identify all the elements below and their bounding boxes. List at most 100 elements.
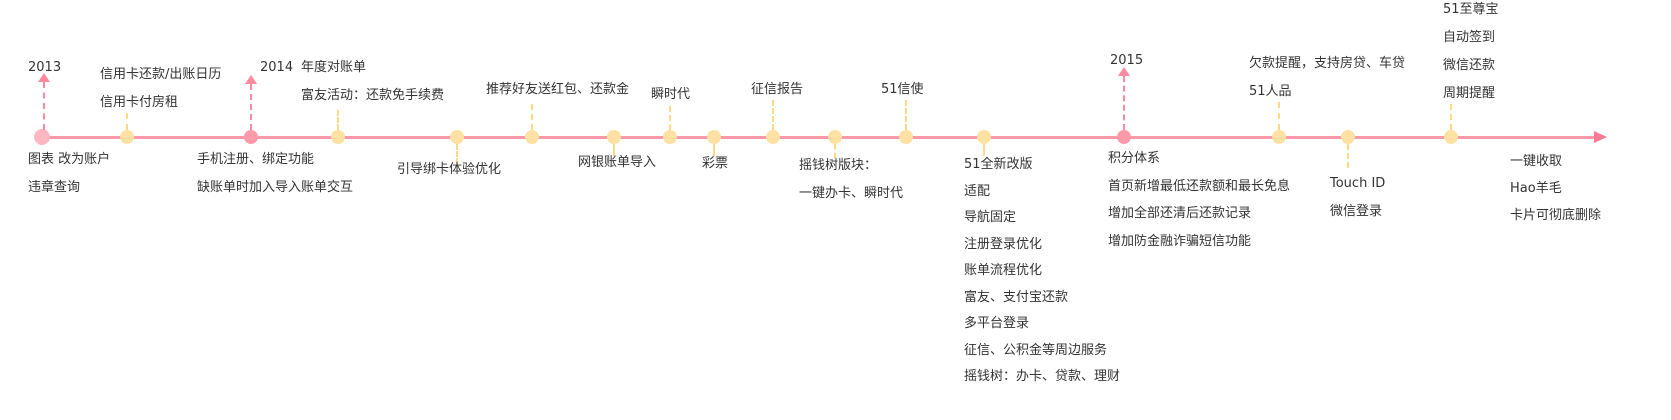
item-line: 增加全部还清后还款记录 <box>1108 206 1252 221</box>
year-2013-label: 2013 <box>28 60 62 75</box>
milestone-credit-above: 信用卡还款/出账日历 信用卡付房租 <box>100 61 221 117</box>
milestone-lottery-below: 彩票 <box>702 150 728 178</box>
year-2014-stem <box>250 84 252 130</box>
milestone-shun-dot <box>663 130 677 144</box>
milestone-bank-stem <box>613 144 615 156</box>
item-line: 账单流程优化 <box>964 263 1043 278</box>
item-line: 51信使 <box>881 82 924 97</box>
milestone-end-below: 一键收取 Hao羊毛 卡片可彻底删除 <box>1510 148 1601 229</box>
item-line: 违章查询 <box>28 180 81 195</box>
year-2014-arrow <box>245 75 257 84</box>
item-line: 微信登录 <box>1330 204 1383 219</box>
item-line: Touch ID <box>1330 176 1386 191</box>
milestone-lottery-dot <box>707 130 721 144</box>
milestone-credit-dot <box>120 130 134 144</box>
milestone-2013-below: 图表 改为账户 违章查询 <box>28 146 110 202</box>
milestone-overdue-stem <box>1278 102 1280 130</box>
milestone-overdue-above: 欠款提醒，支持房贷、车贷 51人品 <box>1249 50 1405 106</box>
milestone-vip-above: 51至尊宝 自动签到 微信还款 周期提醒 <box>1443 0 1499 108</box>
item-line: 摇钱树版块： <box>799 158 878 173</box>
milestone-credit-report-dot <box>766 130 780 144</box>
year-2014-label: 2014 <box>260 60 294 75</box>
item-line: 图表 改为账户 <box>28 152 111 167</box>
year-2015-label: 2015 <box>1110 53 1144 68</box>
milestone-redesign-stem <box>983 144 985 156</box>
item-line: 富友活动：还款免手续费 <box>301 88 445 103</box>
item-line: 一键收取 <box>1510 154 1563 169</box>
timeline-axis <box>40 136 1596 139</box>
milestone-vip-stem <box>1450 104 1452 130</box>
item-line: 51至尊宝 <box>1443 2 1499 17</box>
item-line: 自动签到 <box>1443 30 1496 45</box>
year-2015-stem <box>1123 76 1125 130</box>
item-line: 网银账单导入 <box>578 155 657 170</box>
milestone-tree-stem <box>834 144 836 158</box>
year-2014-dot <box>244 130 258 144</box>
milestone-tree-dot <box>828 130 842 144</box>
milestone-guide-below: 引导绑卡体验优化 <box>397 156 501 184</box>
milestone-xinshi-dot <box>899 130 913 144</box>
item-line: 摇钱树：办卡、贷款、理财 <box>964 369 1121 384</box>
item-line: 周期提醒 <box>1443 86 1496 101</box>
milestone-guide-stem <box>456 144 458 164</box>
milestone-tree-below: 摇钱树版块： 一键办卡、瞬时代 <box>799 152 903 208</box>
item-line: 信用卡付房租 <box>100 95 179 110</box>
year-2013-dot <box>34 129 50 145</box>
milestone-2014-stem <box>337 110 339 130</box>
item-line: 欠款提醒，支持房贷、车贷 <box>1249 56 1406 71</box>
item-line: 适配 <box>964 183 991 199</box>
milestone-shun-above: 瞬时代 <box>651 81 690 109</box>
year-2015-dot <box>1117 130 1131 144</box>
item-line: 富友、支付宝还款 <box>964 289 1069 305</box>
milestone-credit-stem <box>126 113 128 130</box>
milestone-touch-dot <box>1341 130 1355 144</box>
item-line: 导航固定 <box>964 210 1017 225</box>
item-line: 引导绑卡体验优化 <box>397 162 502 177</box>
milestone-touch-below: Touch ID 微信登录 <box>1330 170 1385 226</box>
item-line: 微信还款 <box>1443 58 1496 73</box>
item-line: 推荐好友送红包、还款金 <box>486 82 630 97</box>
item-line: Hao羊毛 <box>1510 181 1562 196</box>
milestone-redesign-dot <box>977 130 991 144</box>
milestone-2014-dot <box>331 130 345 144</box>
milestone-shun-stem <box>669 106 671 130</box>
item-line: 信用卡还款/出账日历 <box>100 67 222 82</box>
item-line: 注册登录优化 <box>964 236 1043 252</box>
milestone-refer-above: 推荐好友送红包、还款金 <box>486 76 629 104</box>
milestone-lottery-stem <box>713 144 715 156</box>
item-line: 增加防金融诈骗短信功能 <box>1108 233 1252 249</box>
milestone-xinshi-stem <box>905 100 907 130</box>
item-line: 缺账单时加入导入账单交互 <box>197 180 354 195</box>
item-line: 首页新增最低还款额和最长免息 <box>1108 178 1291 194</box>
milestone-bank-dot <box>607 130 621 144</box>
milestone-vip-dot <box>1444 130 1458 144</box>
item-line: 手机注册、绑定功能 <box>197 152 315 167</box>
item-line: 51人品 <box>1249 84 1292 99</box>
milestone-overdue-dot <box>1272 130 1286 144</box>
item-line: 一键办卡、瞬时代 <box>799 186 904 201</box>
timeline-arrow-head <box>1594 131 1607 143</box>
year-2015-arrow <box>1118 67 1130 76</box>
milestone-2015-below: 积分体系 首页新增最低还款额和最长免息 增加全部还清后还款记录 增加防金融诈骗短… <box>1108 145 1290 255</box>
milestone-credit-report-stem <box>772 100 774 130</box>
item-line: 年度对账单 <box>301 60 367 75</box>
year-2013-arrow <box>38 73 50 82</box>
item-line: 多平台登录 <box>964 316 1030 331</box>
milestone-credit-report-above: 征信报告 <box>751 76 803 104</box>
item-line: 征信报告 <box>751 82 804 97</box>
milestone-refer-dot <box>525 130 539 144</box>
milestone-touch-stem <box>1347 144 1349 168</box>
milestone-bank-below: 网银账单导入 <box>578 149 656 177</box>
item-line: 卡片可彻底删除 <box>1510 208 1602 223</box>
item-line: 51全新改版 <box>964 157 1033 172</box>
year-2013-stem <box>43 82 45 130</box>
milestone-redesign-below: 51全新改版 适配 导航固定 注册登录优化 账单流程优化 富友、支付宝还款 多平… <box>964 152 1120 391</box>
milestone-refer-stem <box>531 104 533 130</box>
milestone-xinshi-above: 51信使 <box>881 76 924 104</box>
item-line: 征信、公积金等周边服务 <box>964 342 1108 358</box>
milestone-2014-above: 年度对账单 富友活动：还款免手续费 <box>301 54 444 110</box>
item-line: 积分体系 <box>1108 151 1161 166</box>
milestone-2014-below: 手机注册、绑定功能 缺账单时加入导入账单交互 <box>197 146 353 202</box>
item-line: 彩票 <box>702 156 729 171</box>
